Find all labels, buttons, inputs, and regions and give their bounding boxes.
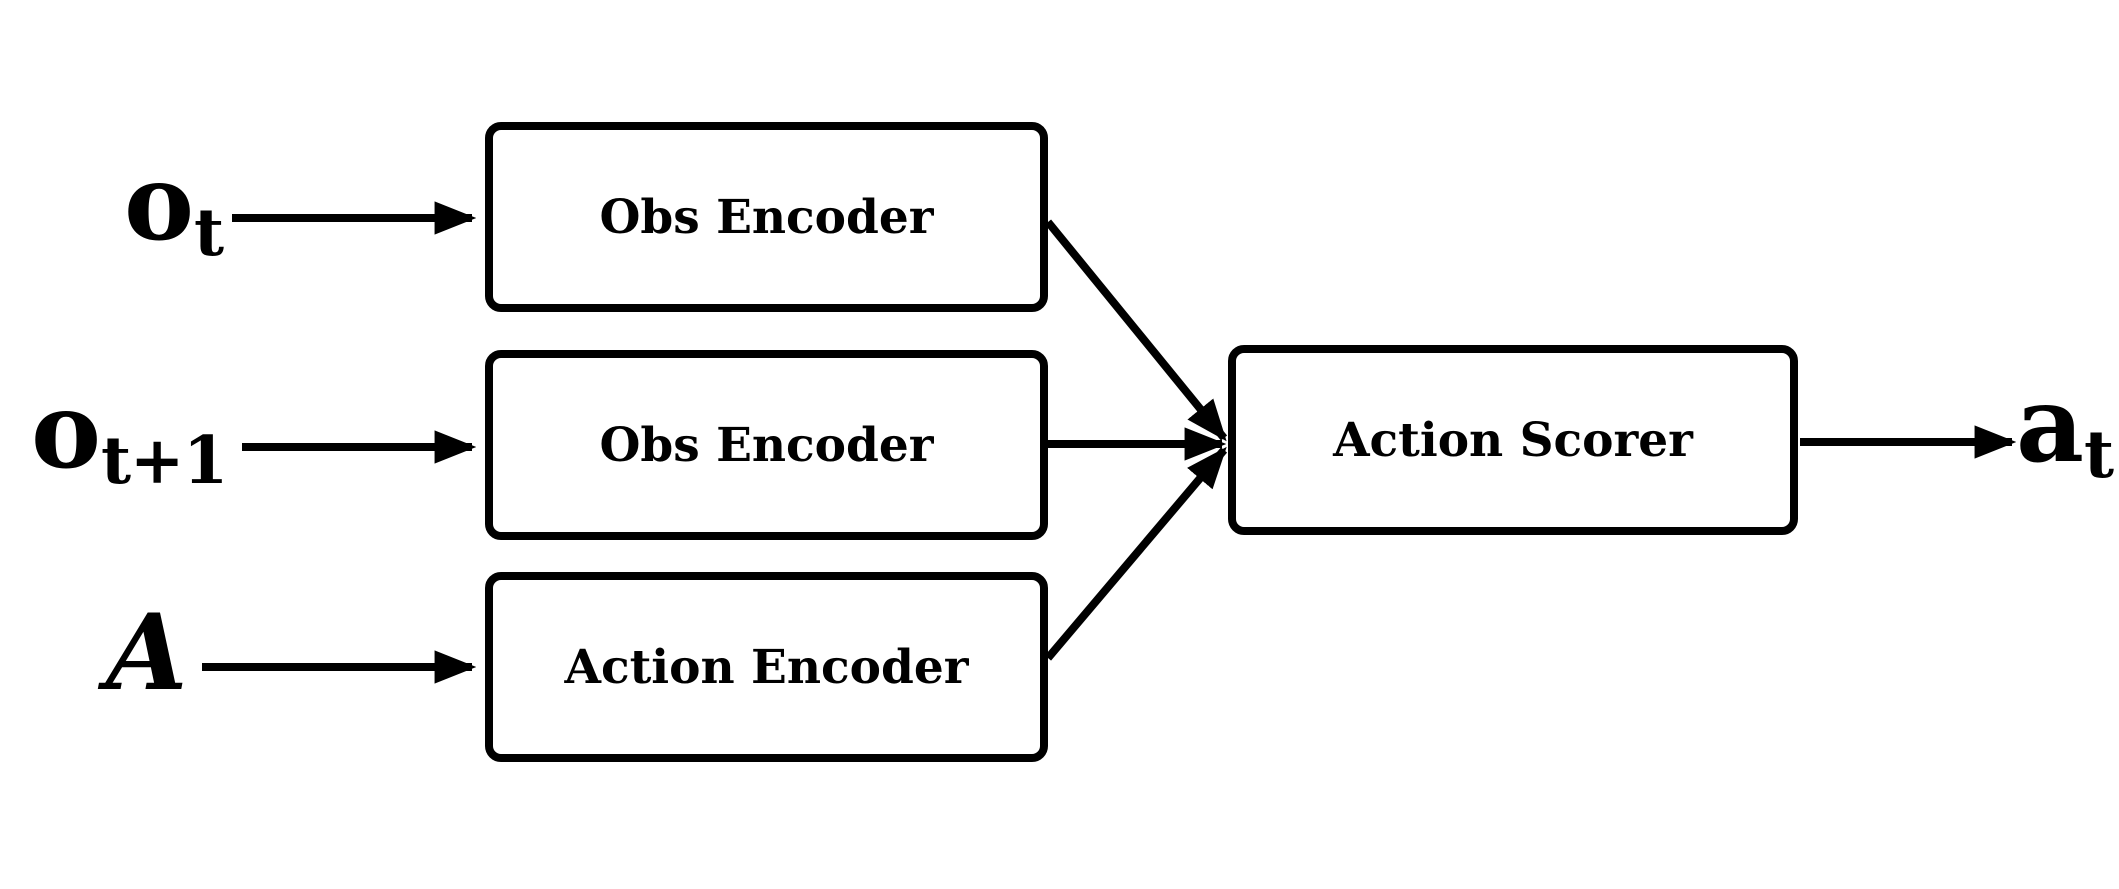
node-obs-encoder-2: Obs Encoder: [485, 350, 1048, 540]
output-label-action-t: at: [2016, 372, 2114, 488]
math-subscript: t+1: [101, 422, 228, 499]
edge-action-encoder-to-action-scorer: [1044, 446, 1228, 661]
math-base: o: [31, 368, 102, 492]
math-base: o: [124, 140, 195, 264]
math-base: A: [106, 590, 188, 714]
math-subscript: t: [2084, 416, 2114, 493]
node-label: Obs Encoder: [599, 189, 934, 245]
input-label-obs-t-plus-1: ot+1: [31, 378, 228, 494]
node-action-scorer: Action Scorer: [1228, 345, 1798, 535]
edge-obs-encoder-1-to-action-scorer: [1044, 219, 1228, 442]
node-label: Obs Encoder: [599, 417, 934, 473]
node-label: Action Scorer: [1333, 412, 1693, 468]
math-subscript: t: [194, 194, 224, 271]
math-base: a: [2016, 362, 2085, 486]
node-action-encoder: Action Encoder: [485, 572, 1048, 762]
input-label-obs-t: ot: [124, 150, 224, 266]
input-label-action-set: A: [106, 600, 187, 705]
node-label: Action Encoder: [564, 639, 969, 695]
node-obs-encoder-1: Obs Encoder: [485, 122, 1048, 312]
